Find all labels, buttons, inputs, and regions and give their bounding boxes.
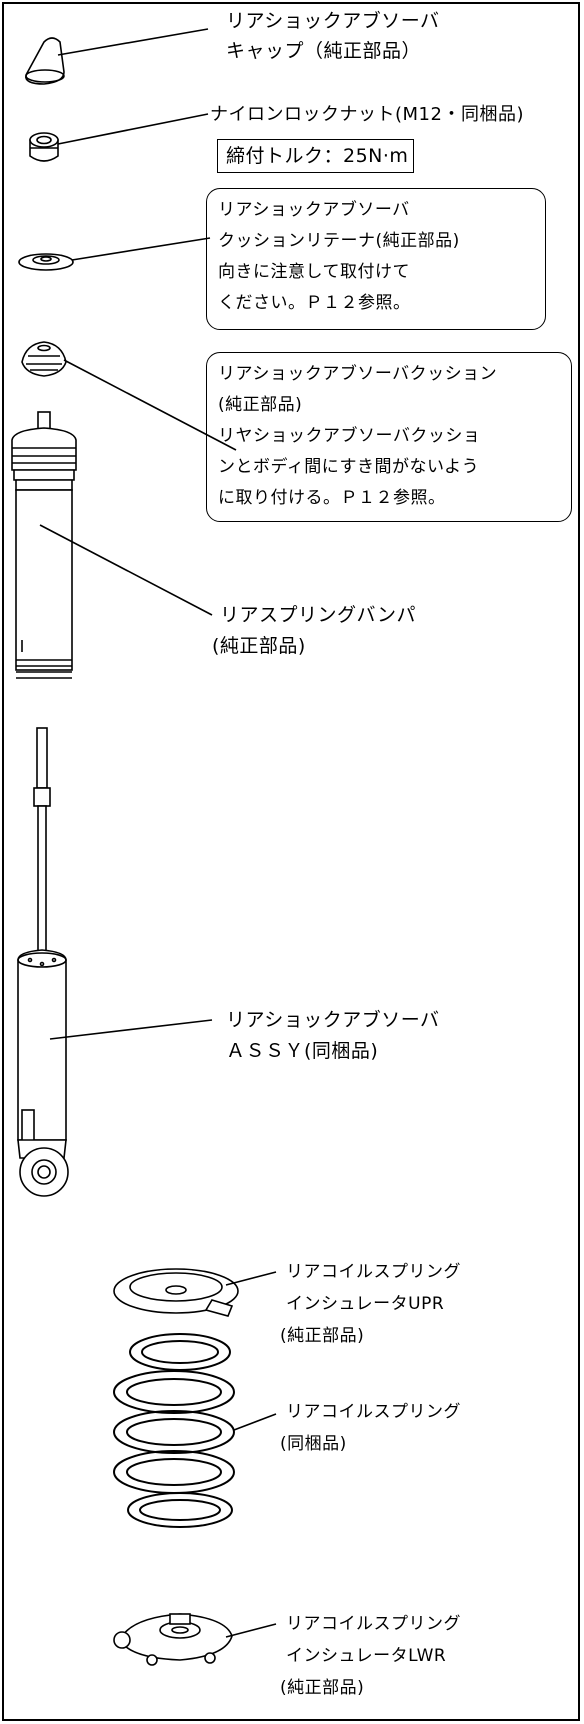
- leader-upr: [225, 1271, 277, 1286]
- leader-cap: [57, 28, 209, 56]
- upr-line3: (純正部品): [280, 1326, 365, 1346]
- absorber-drawing: [17, 727, 69, 1197]
- cushion-line1: リアショックアブソーバクッション: [218, 364, 498, 384]
- cap-label-line1: リアショックアブソーバ: [226, 10, 440, 32]
- shock-cap-drawing: [25, 37, 65, 85]
- bumper-drawing: [11, 411, 77, 679]
- upr-line1: リアコイルスプリング: [286, 1262, 461, 1282]
- absorber-line1: リアショックアブソーバ: [226, 1009, 440, 1031]
- lwr-line3: (純正部品): [280, 1678, 365, 1698]
- torque-spec: 締付トルク：25N·m: [226, 145, 409, 167]
- retainer-line2: クッションリテーナ(純正部品): [218, 231, 460, 251]
- insulator-lwr-drawing: [113, 1613, 233, 1666]
- spring-line1: リアコイルスプリング: [286, 1402, 461, 1422]
- torque-box: [217, 139, 414, 173]
- lwr-line2: インシュレータLWR: [286, 1646, 447, 1666]
- cushion-line4: ンとボディ間にすき間がないよう: [218, 457, 480, 477]
- retainer-line3: 向きに注意して取付けて: [218, 262, 410, 282]
- retainer-drawing: [18, 253, 74, 271]
- spring-line2: (同梱品): [280, 1434, 347, 1454]
- cushion-line5: に取り付ける。Ｐ１２参照。: [218, 488, 446, 508]
- absorber-line2: ＡＳＳＹ(同梱品): [226, 1040, 379, 1062]
- nylon-nut-drawing: [29, 132, 59, 162]
- cap-label-line2: キャップ（純正部品）: [226, 40, 422, 62]
- coil-spring-drawing: [113, 1333, 235, 1528]
- leader-nut: [57, 113, 209, 145]
- leader-bumper: [39, 524, 213, 616]
- leader-spring: [233, 1413, 277, 1431]
- leader-retainer: [71, 237, 211, 261]
- leader-absorber: [49, 1019, 213, 1040]
- cushion-callout: [206, 352, 572, 522]
- leader-cushion: [63, 359, 237, 451]
- upr-line2: インシュレータUPR: [286, 1294, 445, 1314]
- retainer-line1: リアショックアブソーバ: [218, 200, 410, 220]
- cushion-line3: リヤショックアブソーバクッショ: [218, 426, 481, 446]
- retainer-callout: [206, 188, 546, 330]
- lwr-line1: リアコイルスプリング: [286, 1614, 461, 1634]
- insulator-upr-drawing: [113, 1268, 239, 1317]
- cushion-line2: (純正部品): [218, 395, 303, 415]
- bumper-line2: (純正部品): [212, 635, 306, 657]
- leader-lwr: [225, 1623, 277, 1638]
- nut-label: ナイロンロックナット(M12・同梱品): [210, 104, 524, 125]
- bumper-line1: リアスプリングバンパ: [220, 604, 416, 626]
- cushion-drawing: [21, 341, 67, 377]
- retainer-line4: ください。Ｐ１２参照。: [218, 293, 411, 313]
